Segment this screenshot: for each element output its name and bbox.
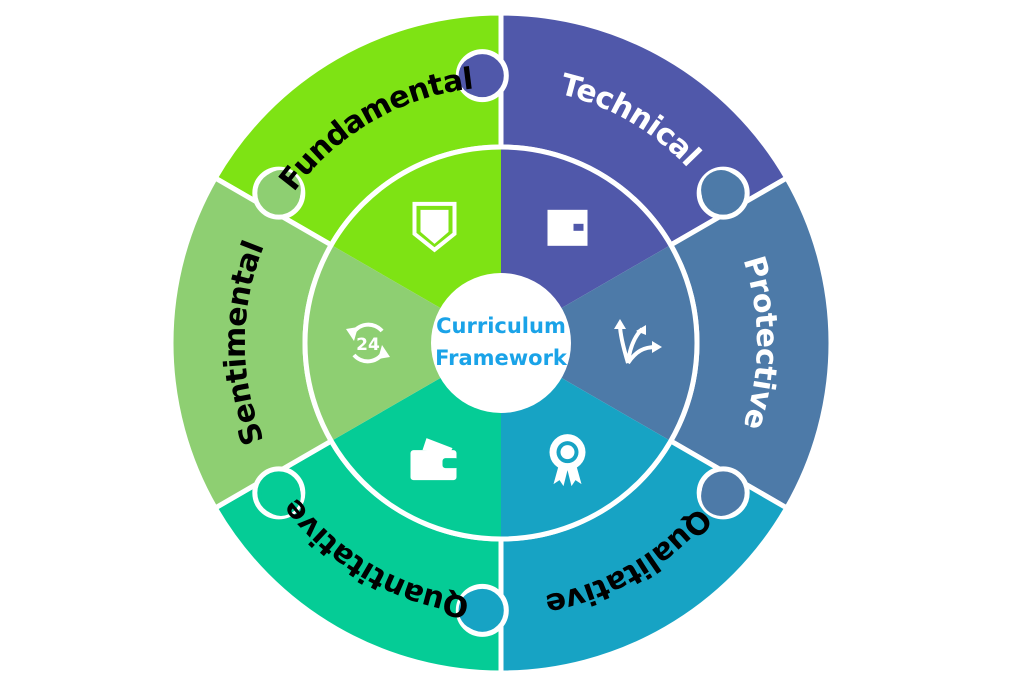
wallet-cards-icon bbox=[410, 438, 459, 481]
segment-icons: 24 bbox=[346, 201, 662, 487]
center-circle bbox=[431, 273, 571, 413]
inner-segment-sentimental bbox=[305, 245, 501, 441]
shield-icon bbox=[412, 201, 457, 253]
puzzle-tabs bbox=[252, 49, 750, 637]
award-badge-icon bbox=[549, 434, 586, 487]
center-title-line1: Curriculum bbox=[436, 314, 566, 338]
puzzle-tab-fill bbox=[701, 170, 742, 211]
wallet-icon bbox=[547, 209, 588, 246]
inner-segment-protective bbox=[501, 245, 697, 441]
ring-divider bbox=[302, 144, 700, 542]
puzzle-tab-fill bbox=[458, 55, 499, 96]
branching-arrows-icon bbox=[614, 319, 662, 365]
puzzle-tab-fill bbox=[260, 170, 301, 211]
puzzle-tab-fill bbox=[458, 590, 499, 631]
puzzle-tab-fill bbox=[260, 475, 301, 516]
center-title-line2: Framework bbox=[435, 346, 568, 370]
24-label: 24 bbox=[356, 335, 380, 355]
puzzle-tab-fill bbox=[701, 475, 742, 516]
24-hours-cycle-icon: 24 bbox=[346, 322, 390, 364]
outer-ring bbox=[168, 10, 834, 676]
